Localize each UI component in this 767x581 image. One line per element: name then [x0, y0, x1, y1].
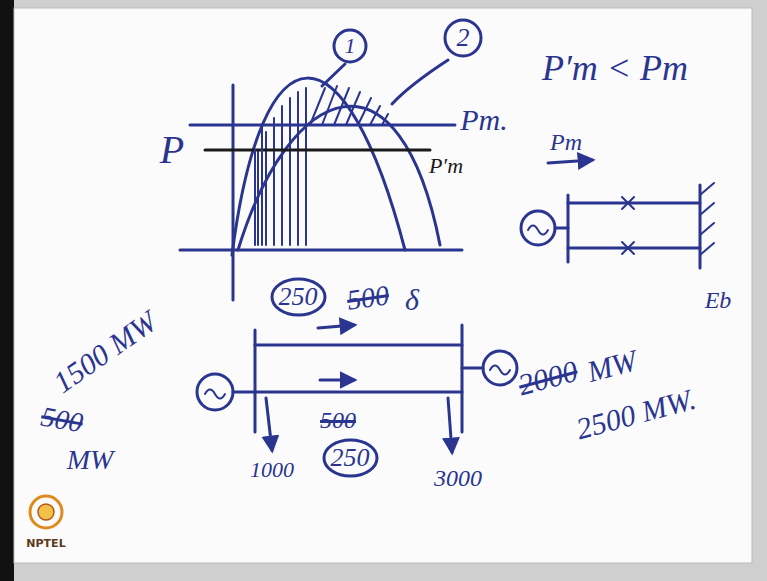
- generator-symbol: [197, 374, 233, 410]
- generator-tilde: [490, 366, 510, 375]
- pm-prime-line: [205, 149, 430, 152]
- flow-arrow: [318, 325, 354, 328]
- handwritten-label: 3000: [434, 466, 482, 490]
- handwritten-label: Pm.: [460, 105, 508, 135]
- circled-number: 250: [322, 438, 379, 478]
- handwritten-label: δ: [405, 285, 419, 315]
- infinite-bus-hatch: [700, 183, 714, 255]
- circle-outline: [334, 30, 366, 62]
- handwritten-label: P: [160, 130, 184, 170]
- number-text: 250: [331, 445, 370, 471]
- logo-ring: [30, 496, 62, 528]
- generator-symbol: [521, 211, 555, 245]
- circle-outline: [272, 279, 325, 315]
- breaker-cross: [622, 197, 634, 254]
- wire: [233, 391, 255, 394]
- pm-line: [190, 124, 455, 127]
- circled-number: 250: [270, 277, 327, 317]
- p-axis: [232, 85, 235, 300]
- number-text: 2: [457, 25, 470, 51]
- generator-tilde: [528, 226, 548, 235]
- handwritten-label: 500: [39, 403, 85, 438]
- handwritten-label: MW: [67, 446, 114, 474]
- number-text: 250: [279, 284, 318, 310]
- logo-text: NPTEL: [26, 538, 65, 549]
- load-arrow: [448, 398, 452, 452]
- circled-number: 1: [332, 28, 368, 64]
- handwritten-label: P′m < Pm: [542, 50, 688, 86]
- flow-arrow: [320, 379, 354, 382]
- generator-tilde: [205, 390, 225, 399]
- generator-symbol: [483, 351, 517, 385]
- handwritten-label: 500: [320, 408, 356, 432]
- bus-bar: [461, 325, 464, 432]
- handwritten-label: P′m: [429, 155, 463, 177]
- power-angle-curve-2: [238, 106, 440, 250]
- leader-line: [322, 64, 345, 86]
- bus-bar: [567, 195, 570, 262]
- transmission-line: [255, 345, 462, 392]
- logo-core: [38, 504, 54, 520]
- handwritten-label: Eb: [705, 288, 732, 312]
- number-text: 1: [345, 35, 356, 57]
- pen-strokes: [180, 60, 714, 452]
- nptel-logo: [30, 496, 62, 528]
- dark-edge: [0, 0, 14, 581]
- circle-outline: [324, 440, 377, 476]
- circled-number: 2: [443, 18, 483, 58]
- wire: [462, 367, 483, 370]
- load-arrow: [266, 398, 272, 450]
- pm-arrow: [548, 160, 592, 163]
- paper-sheet: [14, 8, 752, 563]
- circle-outline: [445, 20, 481, 56]
- handwritten-label: 500: [345, 281, 390, 315]
- delta-axis: [180, 249, 462, 252]
- accelerating-area-hatch: [258, 88, 306, 245]
- wire: [555, 227, 568, 230]
- leader-line: [392, 60, 448, 104]
- angle-marks: [255, 125, 262, 245]
- power-angle-curve-1: [232, 78, 405, 255]
- handwritten-label: Pm: [550, 130, 582, 154]
- handwritten-label: 1000: [250, 459, 294, 481]
